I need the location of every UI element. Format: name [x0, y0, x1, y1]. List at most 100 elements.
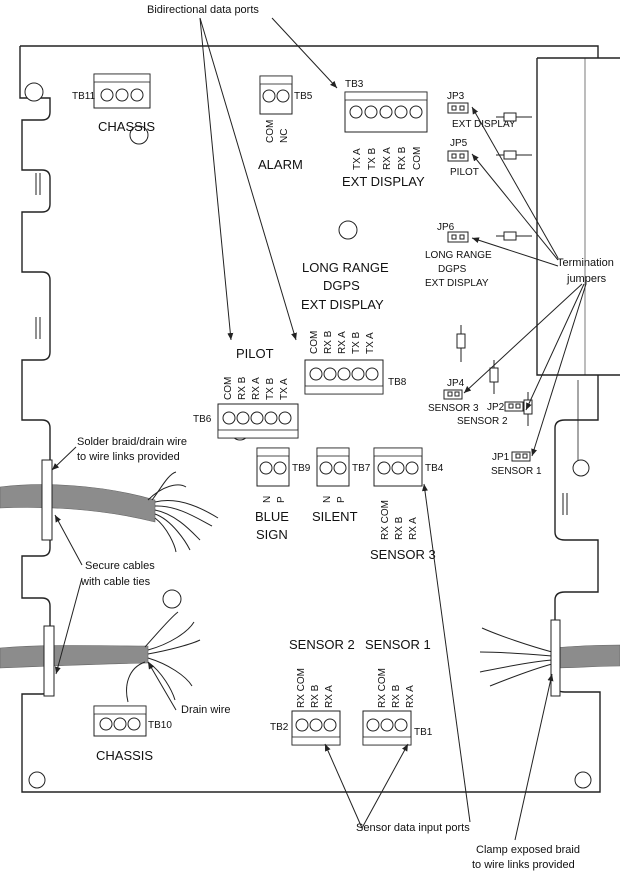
- silent-label: SILENT: [312, 509, 358, 524]
- tb2-pin-1: RX COM: [296, 668, 307, 708]
- terminal-block-tb2: RX COM RX B RX A TB2: [270, 668, 341, 746]
- tb4-pin-1: RX COM: [380, 500, 391, 540]
- tb11-label: TB11: [72, 91, 96, 102]
- tb7-pin-p: P: [336, 496, 347, 503]
- blue-sign-line-1: BLUE: [255, 509, 289, 524]
- tb7-pin-n: N: [322, 496, 333, 503]
- cable-right: [479, 619, 620, 697]
- leader-arrows: [51, 17, 587, 841]
- jp6-text-3: EXT DISPLAY: [425, 278, 489, 289]
- jp1-label: JP1: [492, 452, 510, 463]
- tb9-pin-p: P: [276, 496, 287, 503]
- jumper-jp6: JP6 LONG RANGE DGPS EXT DISPLAY: [425, 222, 532, 289]
- tb2-pin-2: RX B: [310, 684, 321, 708]
- callout-termination-2: jumpers: [566, 273, 607, 285]
- terminal-block-tb6: COM RX B RX A TX B TX A TB6: [193, 376, 299, 439]
- tb4-label: TB4: [425, 463, 444, 474]
- tb3-pin-1: TX A: [352, 148, 363, 170]
- callout-bidirectional: Bidirectional data ports: [147, 4, 259, 16]
- tb3-pin-2: TX B: [367, 147, 378, 170]
- jumper-jp4: JP4 SENSOR 3: [428, 325, 479, 414]
- tb5-label: TB5: [294, 91, 313, 102]
- sensor1-label: SENSOR 1: [365, 637, 431, 652]
- pilot-label: PILOT: [236, 346, 274, 361]
- jumper-jp3: JP3 EXT DISPLAY: [447, 91, 532, 130]
- jp4-label: JP4: [447, 378, 465, 389]
- tb6-pin-3: RX A: [251, 377, 262, 400]
- jp3-label: JP3: [447, 91, 465, 102]
- jp6-text-2: DGPS: [438, 264, 467, 275]
- tb2-pin-3: RX A: [324, 685, 335, 708]
- jp5-text: PILOT: [450, 167, 479, 178]
- tb8-pin-2: RX B: [323, 330, 334, 354]
- jp6-text-1: LONG RANGE: [425, 250, 492, 261]
- terminal-block-tb11: TB11 CHASSIS: [72, 73, 155, 134]
- tb1-pin-3: RX A: [405, 685, 416, 708]
- tb6-pin-4: TX B: [265, 377, 276, 400]
- long-range-line-3: EXT DISPLAY: [301, 297, 384, 312]
- jp3-text: EXT DISPLAY: [452, 119, 516, 130]
- tb9-pin-n: N: [262, 496, 273, 503]
- tb5-pin-com: COM: [265, 120, 276, 143]
- cable-upper-left: [0, 459, 219, 553]
- tb8-pin-4: TX B: [351, 331, 362, 354]
- callout-drain: Drain wire: [181, 704, 231, 716]
- tb3-label: TB3: [345, 79, 364, 90]
- callout-clamp-2: to wire links provided: [472, 859, 575, 871]
- tb9-label: TB9: [292, 463, 311, 474]
- terminal-block-tb1: RX COM RX B RX A TB1: [362, 668, 433, 746]
- callout-termination-1: Termination: [557, 257, 614, 269]
- jp2-text: SENSOR 2: [457, 416, 508, 427]
- jumper-jp5: JP5 PILOT: [447, 138, 532, 178]
- tb6-pin-1: COM: [223, 377, 234, 400]
- terminal-block-tb5: TB5 COM NC ALARM: [258, 75, 313, 172]
- tb7-label: TB7: [352, 463, 371, 474]
- tb1-pin-2: RX B: [391, 684, 402, 708]
- jp5-label: JP5: [450, 138, 468, 149]
- sensor2-label: SENSOR 2: [289, 637, 355, 652]
- tb3-pin-4: RX B: [397, 146, 408, 170]
- cable-lower-left: [0, 611, 201, 703]
- blue-sign-line-2: SIGN: [256, 527, 288, 542]
- terminal-block-tb3: TB3 TX A TX B RX A RX B COM EXT DISPLAY: [342, 79, 428, 189]
- chassis-bottom-label: CHASSIS: [96, 748, 153, 763]
- chassis-top-label: CHASSIS: [98, 119, 155, 134]
- callout-sensor-ports: Sensor data input ports: [356, 822, 470, 834]
- jp6-label: JP6: [437, 222, 455, 233]
- callout-secure-2: with cable ties: [80, 576, 151, 588]
- callout-clamp-1: Clamp exposed braid: [476, 844, 580, 856]
- jp2-label: JP2: [487, 402, 505, 413]
- long-range-line-2: DGPS: [323, 278, 360, 293]
- terminal-block-tb8: COM RX B RX A TX B TX A TB8: [304, 330, 407, 395]
- callout-solder-2: to wire links provided: [77, 451, 180, 463]
- sensor3-label: SENSOR 3: [370, 547, 436, 562]
- tb10-label: TB10: [148, 720, 172, 731]
- tb6-pin-2: RX B: [237, 376, 248, 400]
- tb1-label: TB1: [414, 727, 433, 738]
- terminal-block-tb7: TB7 N P SILENT: [312, 447, 371, 524]
- tb5-pin-nc: NC: [279, 129, 290, 143]
- tb1-pin-1: RX COM: [377, 668, 388, 708]
- tb6-pin-5: TX A: [279, 378, 290, 400]
- jumper-jp2: JP2 SENSOR 2: [457, 360, 524, 427]
- callout-solder-1: Solder braid/drain wire: [77, 436, 187, 448]
- tb4-pin-3: RX A: [408, 517, 419, 540]
- tb8-pin-5: TX A: [365, 332, 376, 354]
- terminal-block-tb10: TB10 CHASSIS: [93, 705, 172, 763]
- board-outline: [19, 45, 620, 793]
- ext-display-label: EXT DISPLAY: [342, 174, 425, 189]
- tb6-label: TB6: [193, 414, 212, 425]
- long-range-line-1: LONG RANGE: [302, 260, 389, 275]
- jp4-text: SENSOR 3: [428, 403, 479, 414]
- terminal-block-tb9: TB9 N P BLUE SIGN: [255, 447, 311, 542]
- tb8-label: TB8: [388, 377, 407, 388]
- tb3-pin-3: RX A: [382, 147, 393, 170]
- tb8-pin-1: COM: [309, 331, 320, 354]
- tb8-pin-3: RX A: [337, 331, 348, 354]
- callout-secure-1: Secure cables: [85, 560, 155, 572]
- jp1-text: SENSOR 1: [491, 466, 542, 477]
- tb3-pin-5: COM: [412, 147, 423, 170]
- tb4-pin-2: RX B: [394, 516, 405, 540]
- alarm-label: ALARM: [258, 157, 303, 172]
